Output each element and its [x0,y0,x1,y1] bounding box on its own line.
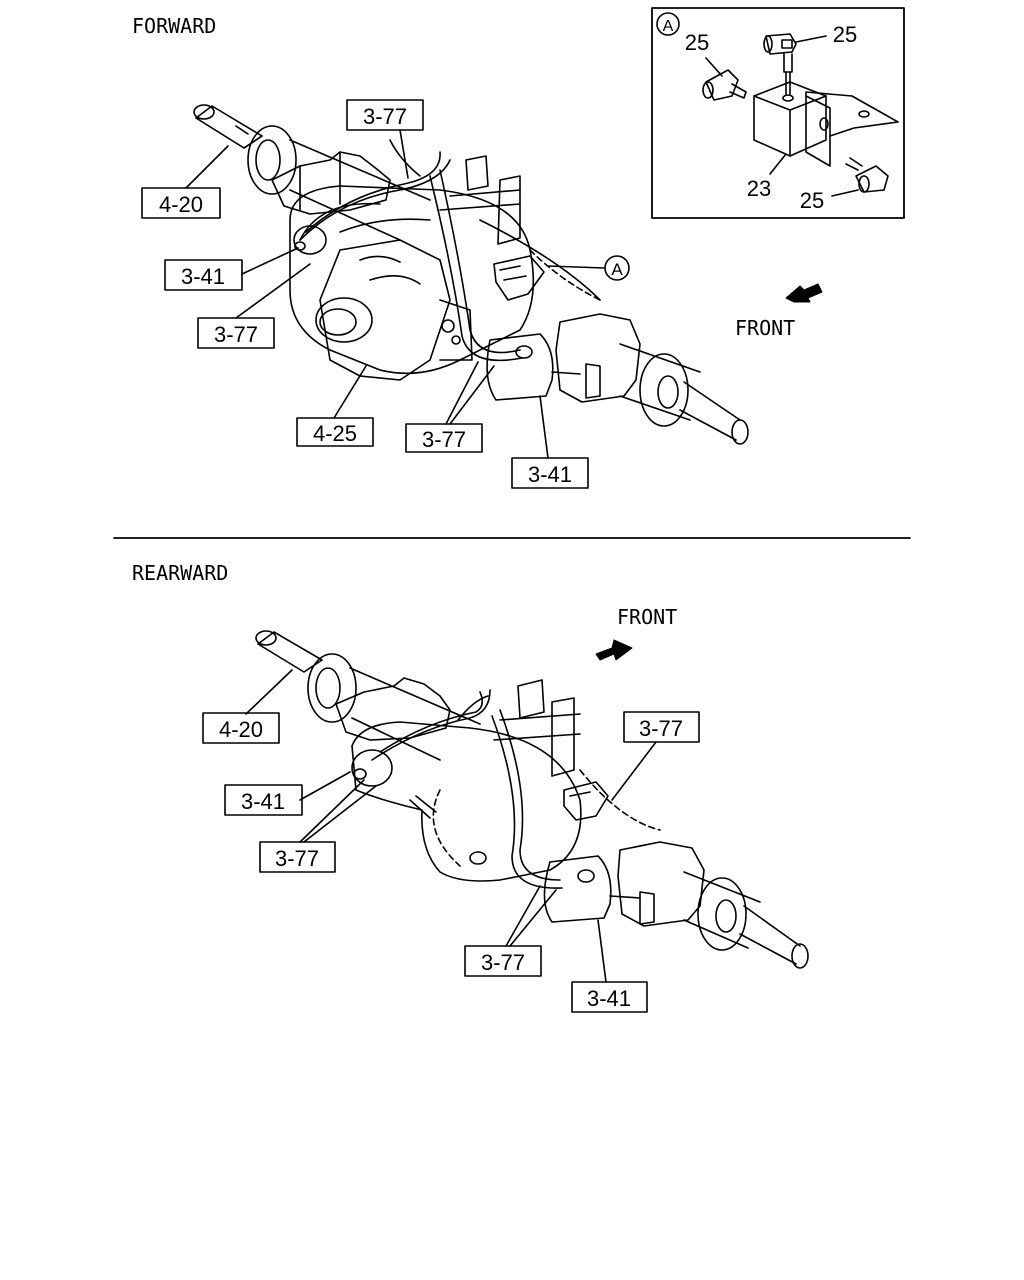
callout-box [623,711,700,743]
leader-line [333,365,367,419]
callout-rear-3-77-right: 3-77 [639,716,683,741]
leader-line [611,741,657,801]
detail-part-25-top: 25 [833,22,857,47]
forward-title: FORWARD [132,14,216,38]
leader-line [241,247,299,275]
leader-line [185,145,229,189]
callout-box [259,841,336,873]
callout-fwd-3-77-top: 3-77 [363,104,407,129]
detail-part-23: 23 [747,176,771,201]
callout-fwd-3-77-left: 3-77 [214,322,258,347]
callout-rear-3-77-left: 3-77 [275,846,319,871]
leader-line [245,669,293,715]
front-arrow-icon [595,639,633,661]
leader-line [539,395,549,459]
callout-box [346,99,424,131]
forward-marker-circle [604,255,630,281]
forward-axle-drawing [193,104,749,445]
callout-rear-4-20: 4-20 [219,717,263,742]
callout-rear-3-41-left: 3-41 [241,789,285,814]
leader-line [505,885,541,947]
callout-fwd-4-25: 4-25 [313,421,357,446]
leader-line [303,785,377,843]
detail-part-25-bottom: 25 [800,188,824,213]
callout-fwd-4-20: 4-20 [159,192,203,217]
leader-line [235,263,311,319]
callout-box [464,945,542,977]
valve-bracket-drawing [702,33,899,193]
callout-rear-3-77-bottom: 3-77 [481,950,525,975]
leader-line [299,779,365,843]
front-arrow-icon [785,283,823,303]
leader-line [445,361,479,425]
callout-box [571,981,648,1013]
callout-box [164,259,243,291]
callout-box [511,457,589,489]
leader-line [705,57,723,77]
forward-front-label: FRONT [735,316,795,340]
callout-box [197,317,275,349]
callout-fwd-3-41-left: 3-41 [181,264,225,289]
callout-rear-3-41-bottom: 3-41 [587,986,631,1011]
callout-box [224,784,303,816]
detail-inset-frame [651,7,905,219]
callout-box [405,423,483,453]
leader-line [299,771,351,801]
leader-line [449,365,495,425]
forward-marker-text: A [611,260,623,279]
rearward-front-label: FRONT [617,605,677,629]
rearward-title: REARWARD [132,561,228,585]
callout-box [202,712,280,744]
detail-marker-text: A [663,18,674,35]
leader-line [831,189,859,197]
callout-box [296,417,374,447]
leader-line [399,129,409,179]
detail-marker-circle [656,12,680,36]
callout-fwd-3-41-bottom: 3-41 [528,462,572,487]
leader-line [769,153,787,175]
leader-line [597,919,607,983]
callout-box [141,187,221,219]
forward-marker-leader [547,265,605,269]
detail-part-25-left: 25 [685,30,709,55]
leader-line [509,889,557,947]
leader-line [795,35,827,43]
callout-fwd-3-77-bottom: 3-77 [422,427,466,452]
rearward-axle-drawing [255,630,809,969]
